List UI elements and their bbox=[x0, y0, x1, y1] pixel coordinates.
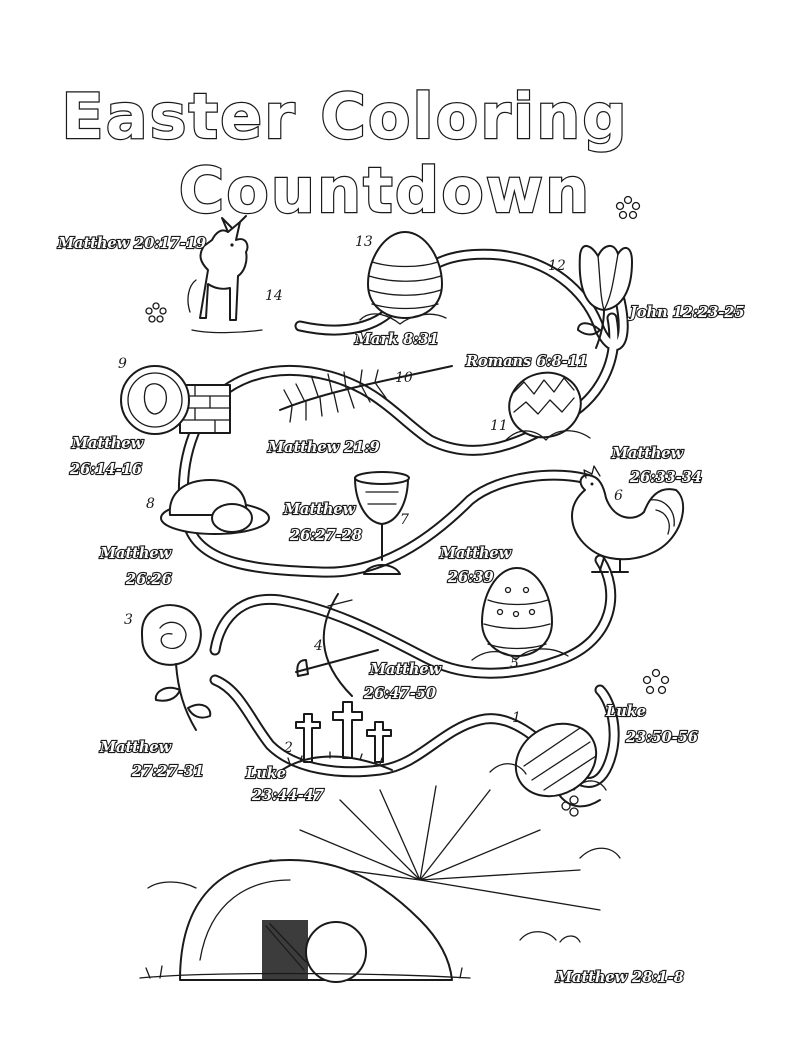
scripture-reference-line2: 26:26 bbox=[125, 571, 172, 588]
scripture-reference-line2: 26:47-50 bbox=[363, 685, 436, 702]
stop-12: 12 John 12:23-25 bbox=[548, 245, 746, 349]
finale: Matthew 28:1-8 bbox=[139, 785, 685, 987]
scripture-reference-line1: Matthew bbox=[439, 545, 512, 562]
scripture-reference-line2: 26:27-28 bbox=[289, 527, 362, 544]
striped-egg-icon bbox=[359, 231, 447, 325]
bread-icon bbox=[160, 479, 270, 535]
scripture-reference-line2: 26:33-34 bbox=[629, 469, 702, 486]
scripture-reference-line1: Luke bbox=[245, 765, 286, 782]
stop-7: 7 Matthew 26:27-28 bbox=[282, 471, 410, 575]
scripture-reference-line2: 26:14-16 bbox=[69, 461, 142, 478]
stop-11: 11 Romans 6:8-11 bbox=[464, 352, 591, 441]
stop-number: 12 bbox=[548, 258, 566, 274]
stop-number: 11 bbox=[490, 418, 508, 434]
scripture-reference-line1: Matthew bbox=[71, 435, 144, 452]
scripture-reference: Matthew 28:1-8 bbox=[555, 969, 684, 986]
stop-number: 3 bbox=[124, 612, 133, 628]
scripture-reference-line1: Matthew bbox=[369, 661, 442, 678]
stop-number: 5 bbox=[510, 656, 519, 672]
stop-14: 14 Matthew 20:17-19 bbox=[56, 215, 283, 334]
palm-branch-icon bbox=[279, 365, 453, 423]
stop-number: 7 bbox=[400, 512, 409, 528]
scripture-reference-line2: 27:27-31 bbox=[131, 763, 204, 780]
scripture-reference-line1: Matthew bbox=[283, 501, 356, 518]
scripture-reference-line1: Luke bbox=[605, 703, 646, 720]
stop-8: 8 Matthew 26:26 bbox=[98, 479, 270, 589]
tulip-icon bbox=[577, 245, 633, 349]
stop-number: 8 bbox=[146, 496, 155, 512]
stop-number: 10 bbox=[395, 370, 413, 386]
stop-9: 9 Matthew 26:14-16 bbox=[68, 356, 231, 479]
stop-number: 9 bbox=[118, 356, 127, 372]
flowered-egg-icon bbox=[489, 722, 607, 817]
scripture-reference-line1: Matthew bbox=[611, 445, 684, 462]
stop-number: 4 bbox=[313, 638, 323, 654]
rooster-icon bbox=[571, 465, 685, 573]
scripture-reference-line2: 23:44-47 bbox=[251, 787, 324, 804]
scripture-reference-line1: Matthew bbox=[99, 739, 172, 756]
scripture-reference: John 12:23-25 bbox=[627, 304, 745, 321]
stop-number: 6 bbox=[614, 488, 623, 504]
stop-10: 10 Matthew 21:9 bbox=[266, 365, 453, 457]
stop-number: 14 bbox=[265, 288, 283, 304]
scripture-reference-line1: Matthew bbox=[99, 545, 172, 562]
three-crosses-icon bbox=[281, 701, 393, 771]
empty-tomb-icon bbox=[139, 847, 621, 983]
small-flower-icon bbox=[642, 668, 670, 695]
scripture-reference: Mark 8:31 bbox=[354, 331, 439, 348]
small-flower-icon bbox=[615, 195, 641, 220]
dotted-egg-icon bbox=[471, 567, 569, 661]
scripture-reference: Romans 6:8-11 bbox=[465, 353, 588, 370]
rose-icon bbox=[141, 604, 212, 731]
stop-5: 5 Matthew 26:39 bbox=[438, 544, 569, 672]
zigzag-egg-icon bbox=[505, 371, 591, 441]
donkey-icon bbox=[187, 215, 263, 334]
stop-3: 3 Matthew 27:27-31 bbox=[98, 604, 212, 781]
stop-6: 6 Matthew 26:33-34 bbox=[571, 444, 703, 573]
stop-1: 1 Luke 23:50-56 bbox=[489, 702, 699, 817]
stop-13: 13 Mark 8:31 bbox=[353, 231, 447, 349]
stop-number: 1 bbox=[512, 710, 521, 726]
stop-number: 13 bbox=[355, 234, 373, 250]
title-line-1: Easter Coloring bbox=[61, 80, 628, 153]
scripture-reference: Matthew 20:17-19 bbox=[57, 235, 206, 252]
stop-number: 2 bbox=[283, 740, 293, 756]
title-line-2: Countdown bbox=[179, 154, 591, 227]
sword-icon bbox=[295, 593, 379, 697]
stop-4: 4 Matthew 26:47-50 bbox=[295, 593, 443, 703]
scripture-reference-line2: 23:50-56 bbox=[625, 729, 698, 746]
chalice-icon bbox=[354, 471, 410, 575]
silver-coin-icon bbox=[120, 365, 231, 435]
scripture-reference-line2: 26:39 bbox=[447, 569, 494, 586]
stop-2: 2 Luke 23:44-47 bbox=[244, 701, 393, 805]
small-flower-icon bbox=[145, 302, 167, 323]
scripture-reference: Matthew 21:9 bbox=[267, 439, 380, 456]
